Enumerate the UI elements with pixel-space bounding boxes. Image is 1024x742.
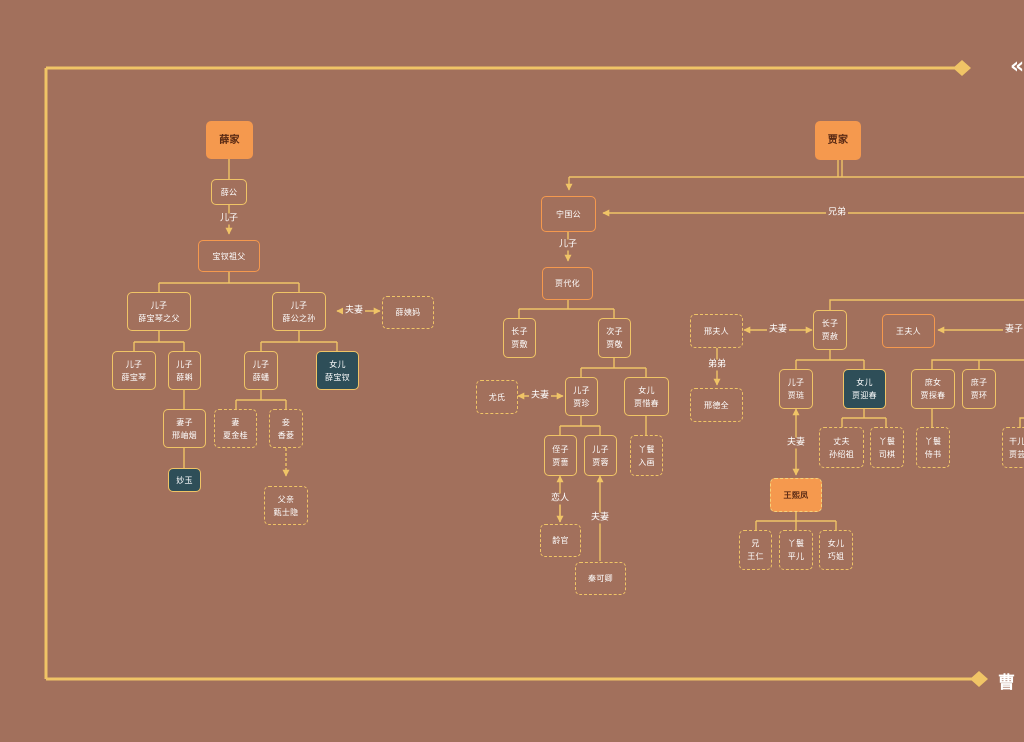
node-qin-keqing[interactable]: 秦可卿 bbox=[575, 562, 626, 595]
node-jia-xichun[interactable]: 女儿 贾惜春 bbox=[624, 377, 669, 416]
node-jia-she[interactable]: 长子 贾赦 bbox=[813, 310, 847, 350]
node-xue-yima[interactable]: 薛姨妈 bbox=[382, 296, 434, 329]
node-partial-right[interactable]: 干儿 贾芸 bbox=[1002, 427, 1024, 468]
collapse-double-chevron-icon[interactable]: « bbox=[1010, 54, 1024, 79]
node-ping-er[interactable]: 丫鬟 平儿 bbox=[779, 530, 813, 570]
footer-title: 曹 bbox=[998, 673, 1015, 693]
relation-label-son: 儿子 bbox=[217, 213, 241, 225]
outer-frame bbox=[44, 66, 975, 681]
relation-label-spouse: 夫妻 bbox=[588, 512, 612, 524]
node-miaoyu[interactable]: 妙玉 bbox=[168, 468, 201, 492]
node-xue-baoqin[interactable]: 儿子 薛宝琴 bbox=[112, 351, 156, 390]
node-xue-gong-grandson[interactable]: 儿子 薛公之孙 bbox=[272, 292, 326, 331]
node-xiangling[interactable]: 妾 香菱 bbox=[269, 409, 303, 448]
node-lingguan[interactable]: 龄官 bbox=[540, 524, 581, 557]
relation-label-spouse: 夫妻 bbox=[342, 305, 366, 317]
node-sun-shaozu[interactable]: 丈夫 孙绍祖 bbox=[819, 427, 864, 468]
node-lady-wang[interactable]: 王夫人 bbox=[882, 314, 935, 348]
frame-top-diamond bbox=[953, 60, 971, 76]
node-xing-dequan[interactable]: 邢德全 bbox=[690, 388, 743, 422]
node-jia-rong[interactable]: 儿子 贾蓉 bbox=[584, 435, 617, 476]
relation-label-younger-brother: 弟弟 bbox=[705, 359, 729, 371]
node-siqi[interactable]: 丫鬟 司棋 bbox=[870, 427, 904, 468]
node-xue-gong[interactable]: 薛公 bbox=[211, 179, 247, 205]
node-xue-baochai[interactable]: 女儿 薛宝钗 bbox=[316, 351, 359, 390]
node-zhen-shiyin[interactable]: 父亲 甄士隐 bbox=[264, 486, 308, 525]
relation-label-brother: 兄弟 bbox=[825, 207, 849, 219]
relation-label-spouse: 夫妻 bbox=[766, 324, 790, 336]
node-xing-xiuyan[interactable]: 妻子 邢岫烟 bbox=[163, 409, 206, 448]
node-baochai-grandfather[interactable]: 宝钗祖父 bbox=[198, 240, 260, 272]
node-ruhua[interactable]: 丫鬟 入画 bbox=[630, 435, 663, 476]
node-qiao-jie[interactable]: 女儿 巧姐 bbox=[819, 530, 853, 570]
node-jia-family[interactable]: 贾家 bbox=[815, 121, 861, 160]
node-jia-zhen[interactable]: 儿子 贾珍 bbox=[565, 377, 598, 416]
node-xue-ke[interactable]: 儿子 薛蝌 bbox=[168, 351, 201, 390]
relation-label-son: 儿子 bbox=[556, 239, 580, 251]
node-ningguo-gong[interactable]: 宁国公 bbox=[541, 196, 596, 232]
node-you-shi[interactable]: 尤氏 bbox=[476, 380, 518, 414]
node-xue-family[interactable]: 薛家 bbox=[206, 121, 253, 159]
relation-label-spouse: 夫妻 bbox=[528, 390, 552, 402]
node-daishu[interactable]: 丫鬟 侍书 bbox=[916, 427, 950, 468]
node-xia-jingui[interactable]: 妻 夏金桂 bbox=[214, 409, 257, 448]
node-jia-qiang[interactable]: 侄子 贾蔷 bbox=[544, 435, 577, 476]
node-xue-pan[interactable]: 儿子 薛蟠 bbox=[244, 351, 278, 390]
node-jia-lian[interactable]: 儿子 贾琏 bbox=[779, 369, 813, 409]
node-jia-jing[interactable]: 次子 贾敬 bbox=[598, 318, 631, 358]
node-wang-xifeng[interactable]: 王熙凤 bbox=[770, 478, 822, 512]
node-jia-daihua[interactable]: 贾代化 bbox=[542, 267, 593, 300]
node-jia-fu[interactable]: 长子 贾敷 bbox=[503, 318, 536, 358]
node-jia-huan[interactable]: 庶子 贾环 bbox=[962, 369, 996, 409]
node-jia-yingchun[interactable]: 女儿 贾迎春 bbox=[843, 369, 886, 409]
relation-label-lover: 恋人 bbox=[548, 493, 572, 505]
frame-bottom-diamond bbox=[970, 671, 988, 687]
node-xue-baoqin-father[interactable]: 儿子 薛宝琴之父 bbox=[127, 292, 191, 331]
relation-label-spouse: 夫妻 bbox=[784, 437, 808, 449]
node-lady-xing[interactable]: 邢夫人 bbox=[690, 314, 743, 348]
node-wang-ren[interactable]: 兄 王仁 bbox=[739, 530, 772, 570]
node-jia-tanchun[interactable]: 庶女 贾探春 bbox=[911, 369, 955, 409]
relation-label-wife-partial: 妻子 bbox=[1002, 324, 1024, 336]
